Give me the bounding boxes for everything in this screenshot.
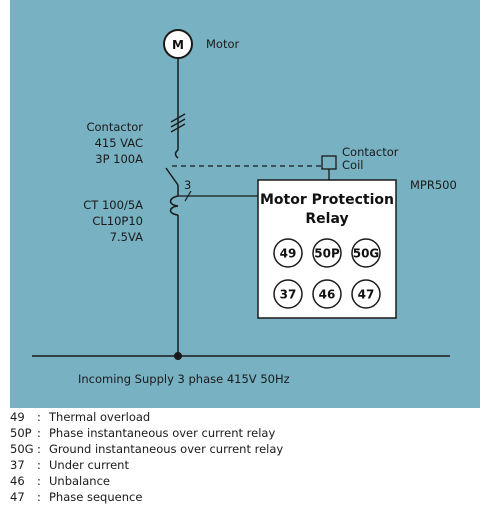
phase-tick-2 [170, 118, 186, 128]
legend-description: Under current [49, 458, 129, 472]
phase-tick-1 [170, 113, 186, 123]
contactor-label-line-2: 415 VAC [95, 136, 143, 150]
diagram-background [10, 0, 480, 408]
legend-description: Phase instantaneous over current relay [49, 426, 276, 440]
legend-item: 50G : Ground instantaneous over current … [10, 441, 283, 457]
relay-device-47-circle [351, 279, 381, 309]
relay-title-line-2: Relay [305, 211, 348, 227]
relay-device-37-circle [273, 279, 303, 309]
legend-separator: : [37, 426, 41, 440]
contactor-blade [165, 167, 179, 186]
relay-device-50g: 50G [353, 247, 380, 261]
legend-separator: : [37, 442, 41, 456]
motor-label: Motor [206, 37, 240, 51]
relay-device-37: 37 [280, 288, 297, 302]
legend-separator: : [37, 490, 41, 504]
relay-device-49-circle [273, 238, 303, 268]
contactor-coil-label-line-2: Coil [342, 158, 363, 172]
legend-code: 47 [10, 490, 25, 504]
supply-label: Incoming Supply 3 phase 415V 50Hz [78, 372, 290, 386]
relay-title-line-1: Motor Protection [260, 192, 394, 208]
legend-separator: : [37, 458, 41, 472]
legend-item: 49 : Thermal overload [10, 409, 283, 425]
legend-item: 46 : Unbalance [10, 473, 283, 489]
ct-label-line-3: 7.5VA [110, 230, 143, 244]
legend-code: 37 [10, 458, 25, 472]
contactor-coil-label-line-1: Contactor [342, 145, 399, 159]
contactor-arc [174, 149, 179, 159]
ct-coil-symbol [169, 195, 179, 216]
relay-model-label: MPR500 [410, 178, 457, 192]
phase-tick-3 [170, 123, 186, 133]
legend-separator: : [37, 474, 41, 488]
legend-code: 49 [10, 410, 25, 424]
contactor-label-line-1: Contactor [86, 120, 143, 134]
legend-separator: : [37, 410, 41, 424]
relay-device-50p-circle [312, 238, 342, 268]
motor-symbol-letter: M [172, 38, 184, 52]
legend-item: 50P : Phase instantaneous over current r… [10, 425, 283, 441]
legend-description: Unbalance [49, 474, 110, 488]
relay-device-50g-circle [351, 238, 381, 268]
legend-description: Ground instantaneous over current relay [49, 442, 284, 456]
legend-description: Thermal overload [49, 410, 151, 424]
device-legend: 49 : Thermal overload 50P : Phase instan… [10, 409, 283, 505]
legend-description: Phase sequence [49, 490, 143, 504]
legend-code: 46 [10, 474, 25, 488]
ct-phase-tick [184, 190, 192, 202]
bus-junction-dot [174, 352, 182, 360]
legend-item: 47 : Phase sequence [10, 489, 283, 505]
single-line-diagram: M Motor Contactor 415 VAC 3P 100A Contac… [10, 0, 480, 408]
legend-item: 37 : Under current [10, 457, 283, 473]
ct-label-line-2: CL10P10 [92, 214, 143, 228]
legend-code: 50G [10, 442, 34, 456]
ct-label-line-1: CT 100/5A [83, 198, 143, 212]
relay-device-47: 47 [358, 288, 375, 302]
ct-phase-count: 3 [184, 178, 191, 192]
relay-device-46-circle [312, 279, 342, 309]
relay-device-46: 46 [319, 288, 336, 302]
relay-device-49: 49 [280, 247, 297, 261]
contactor-label-line-3: 3P 100A [95, 152, 143, 166]
legend-code: 50P [10, 426, 32, 440]
relay-device-50p: 50P [314, 247, 340, 261]
